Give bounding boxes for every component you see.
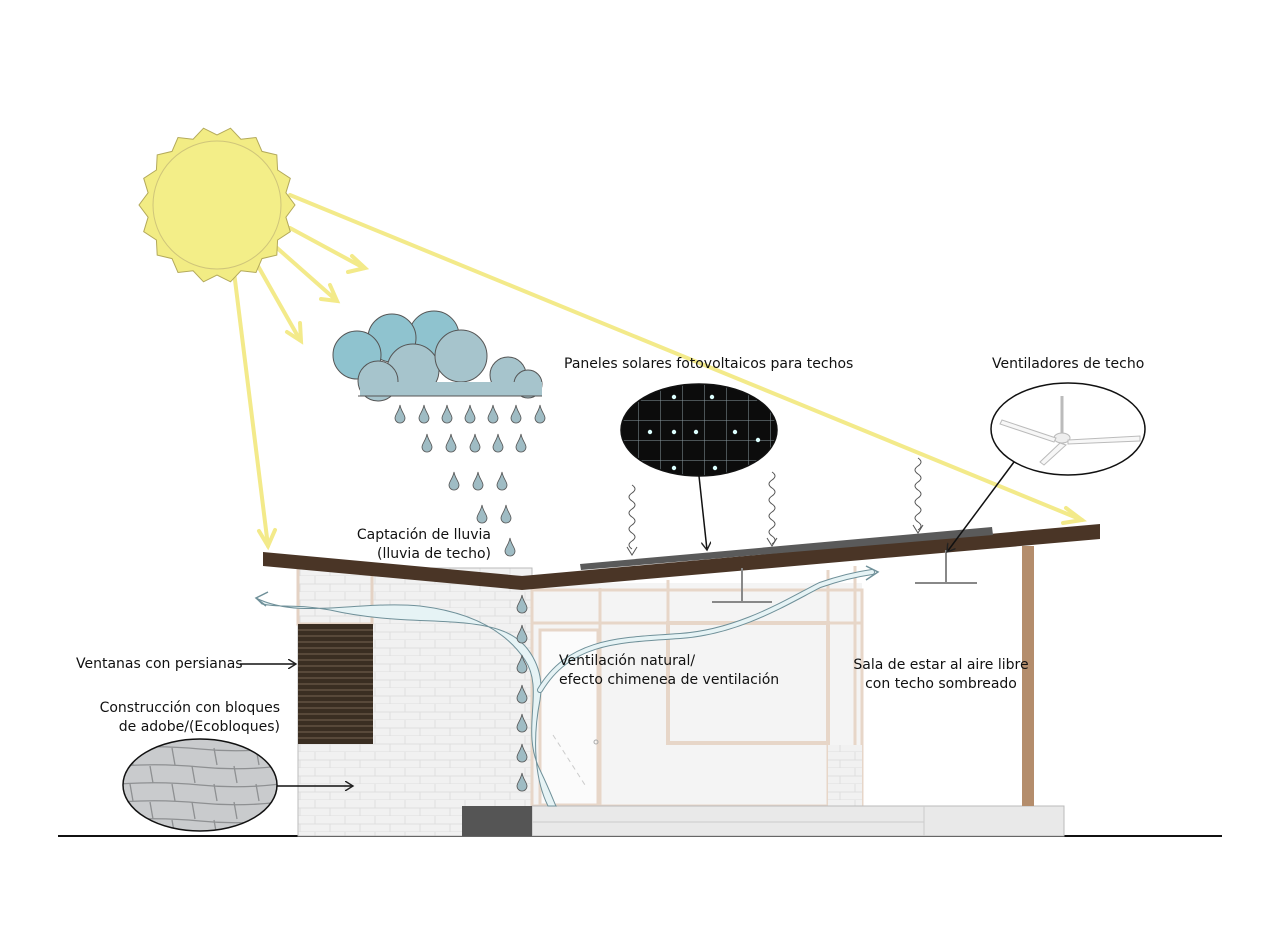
adobe-mortar-joint [275,801,277,820]
raindrop-icon [464,404,476,424]
raindrop-icon [534,404,546,424]
label-adobe-line1: Construcción con bloques [99,700,280,716]
label-living: Sala de estar al aire libre con techo so… [851,656,1031,694]
adobe-mortar-joint [171,747,176,766]
label-living-line1: Sala de estar al aire libre [853,657,1029,673]
adobe-mortar-joint [213,747,218,766]
solar-cell-glint [712,465,718,471]
raindrop-icon [516,713,528,733]
solar-cell-glint [732,429,738,435]
raindrop-icon [504,537,516,557]
ceiling-fan-icon [915,550,977,584]
label-solar-panels-text: Paneles solares fotovoltaicos para techo… [564,356,854,372]
solar-cell-glint [709,394,715,400]
raindrop-icon [487,404,499,424]
raindrop-icon [445,433,457,453]
label-shutters-text: Ventanas con persianas [76,656,243,672]
label-ventilation-line1: Ventilación natural/ [559,653,696,669]
heat-wave-icon [626,457,924,556]
solar-cell-glint [671,394,677,400]
label-ventilation-line2: efecto chimenea de ventilación [559,672,780,688]
label-ceiling-fans-text: Ventiladores de techo [992,356,1145,372]
adobe-mortar-line [123,764,277,770]
raindrop-icon [510,404,522,424]
airflow-arrow-icon [255,597,558,807]
roof-right [522,524,1100,590]
label-solar-panels: Paneles solares fotovoltaicos para techo… [564,355,853,374]
label-rain-capture: Captación de lluvia (lluvia de techo) [357,526,491,564]
raindrop-icon [469,433,481,453]
cloud-icon [332,310,543,402]
label-ceiling-fans: Ventiladores de techo [992,355,1144,374]
solar-cell-glint [671,429,677,435]
label-ventilation: Ventilación natural/ efecto chimenea de … [559,652,779,690]
sun-rays [232,193,1087,551]
solar-cell-glint [647,429,653,435]
roof-left [263,552,522,590]
raindrop-icon [472,471,484,491]
label-rain-capture-line2: (lluvia de techo) [377,546,491,562]
adobe-mortar-joint [213,819,218,831]
label-living-line2: con techo sombreado [865,676,1017,692]
adobe-mortar-joint [255,819,260,831]
raindrop-icon [516,654,528,674]
raindrop-icon [516,743,528,763]
heat-wave-arrowhead [912,524,924,534]
raindrop-icon [516,772,528,792]
porch-post [1022,546,1034,806]
adobe-mortar-joint [171,783,176,802]
foundation-dark [462,806,532,836]
heat-wave-arrowhead [626,546,638,556]
ceiling-fan-icon [712,568,772,603]
raindrop-icon [516,594,528,614]
adobe-mortar-joint [149,765,154,784]
solar-panel-icon [620,383,778,550]
solar-cell-glint [671,465,677,471]
raindrop-icon [476,504,488,524]
adobe-mortar-joint [191,801,196,820]
raindrop-icon [500,504,512,524]
raindrop-icon [394,404,546,792]
adobe-mortar-joint [129,819,134,831]
raindrop-icon [516,684,528,704]
heat-wave-icon [628,484,636,550]
adobe-mortar-joint [129,783,134,802]
solar-array [580,527,993,570]
adobe-mortar-joint [233,801,238,820]
adobe-mortar-line [123,800,277,806]
raindrop-icon [492,433,504,453]
raindrop-icon [448,471,460,491]
adobe-mortar-joint [255,783,260,802]
ceiling-fan-icon [947,382,1146,552]
sun-icon [138,127,296,283]
raindrop-icon [515,433,527,453]
adobe-mortar-joint [149,801,154,820]
label-shutters: Ventanas con persianas [76,655,243,674]
solar-cell-glint [755,437,761,443]
heat-wave-arrowhead [766,537,778,547]
solar-cell-glint [693,429,699,435]
heat-wave-icon [914,457,922,531]
raindrop-icon [418,404,430,424]
label-adobe: Construcción con bloques de adobe/(Ecobl… [100,699,280,737]
label-adobe-line2: de adobe/(Ecobloques) [118,719,280,735]
deck-slab [531,805,1065,837]
adobe-mortar-joint [233,765,238,784]
raindrop-icon [394,404,406,424]
heat-wave-icon [768,471,776,545]
raindrop-icon [496,471,508,491]
shutter-window [298,624,373,744]
adobe-mortar-joint [191,765,196,784]
raindrop-icon [441,404,453,424]
adobe-brick-icon [122,738,353,832]
adobe-mortar-joint [213,783,218,802]
raindrop-icon [421,433,433,453]
raindrop-icon [516,624,528,644]
label-rain-capture-line1: Captación de lluvia [356,527,491,543]
